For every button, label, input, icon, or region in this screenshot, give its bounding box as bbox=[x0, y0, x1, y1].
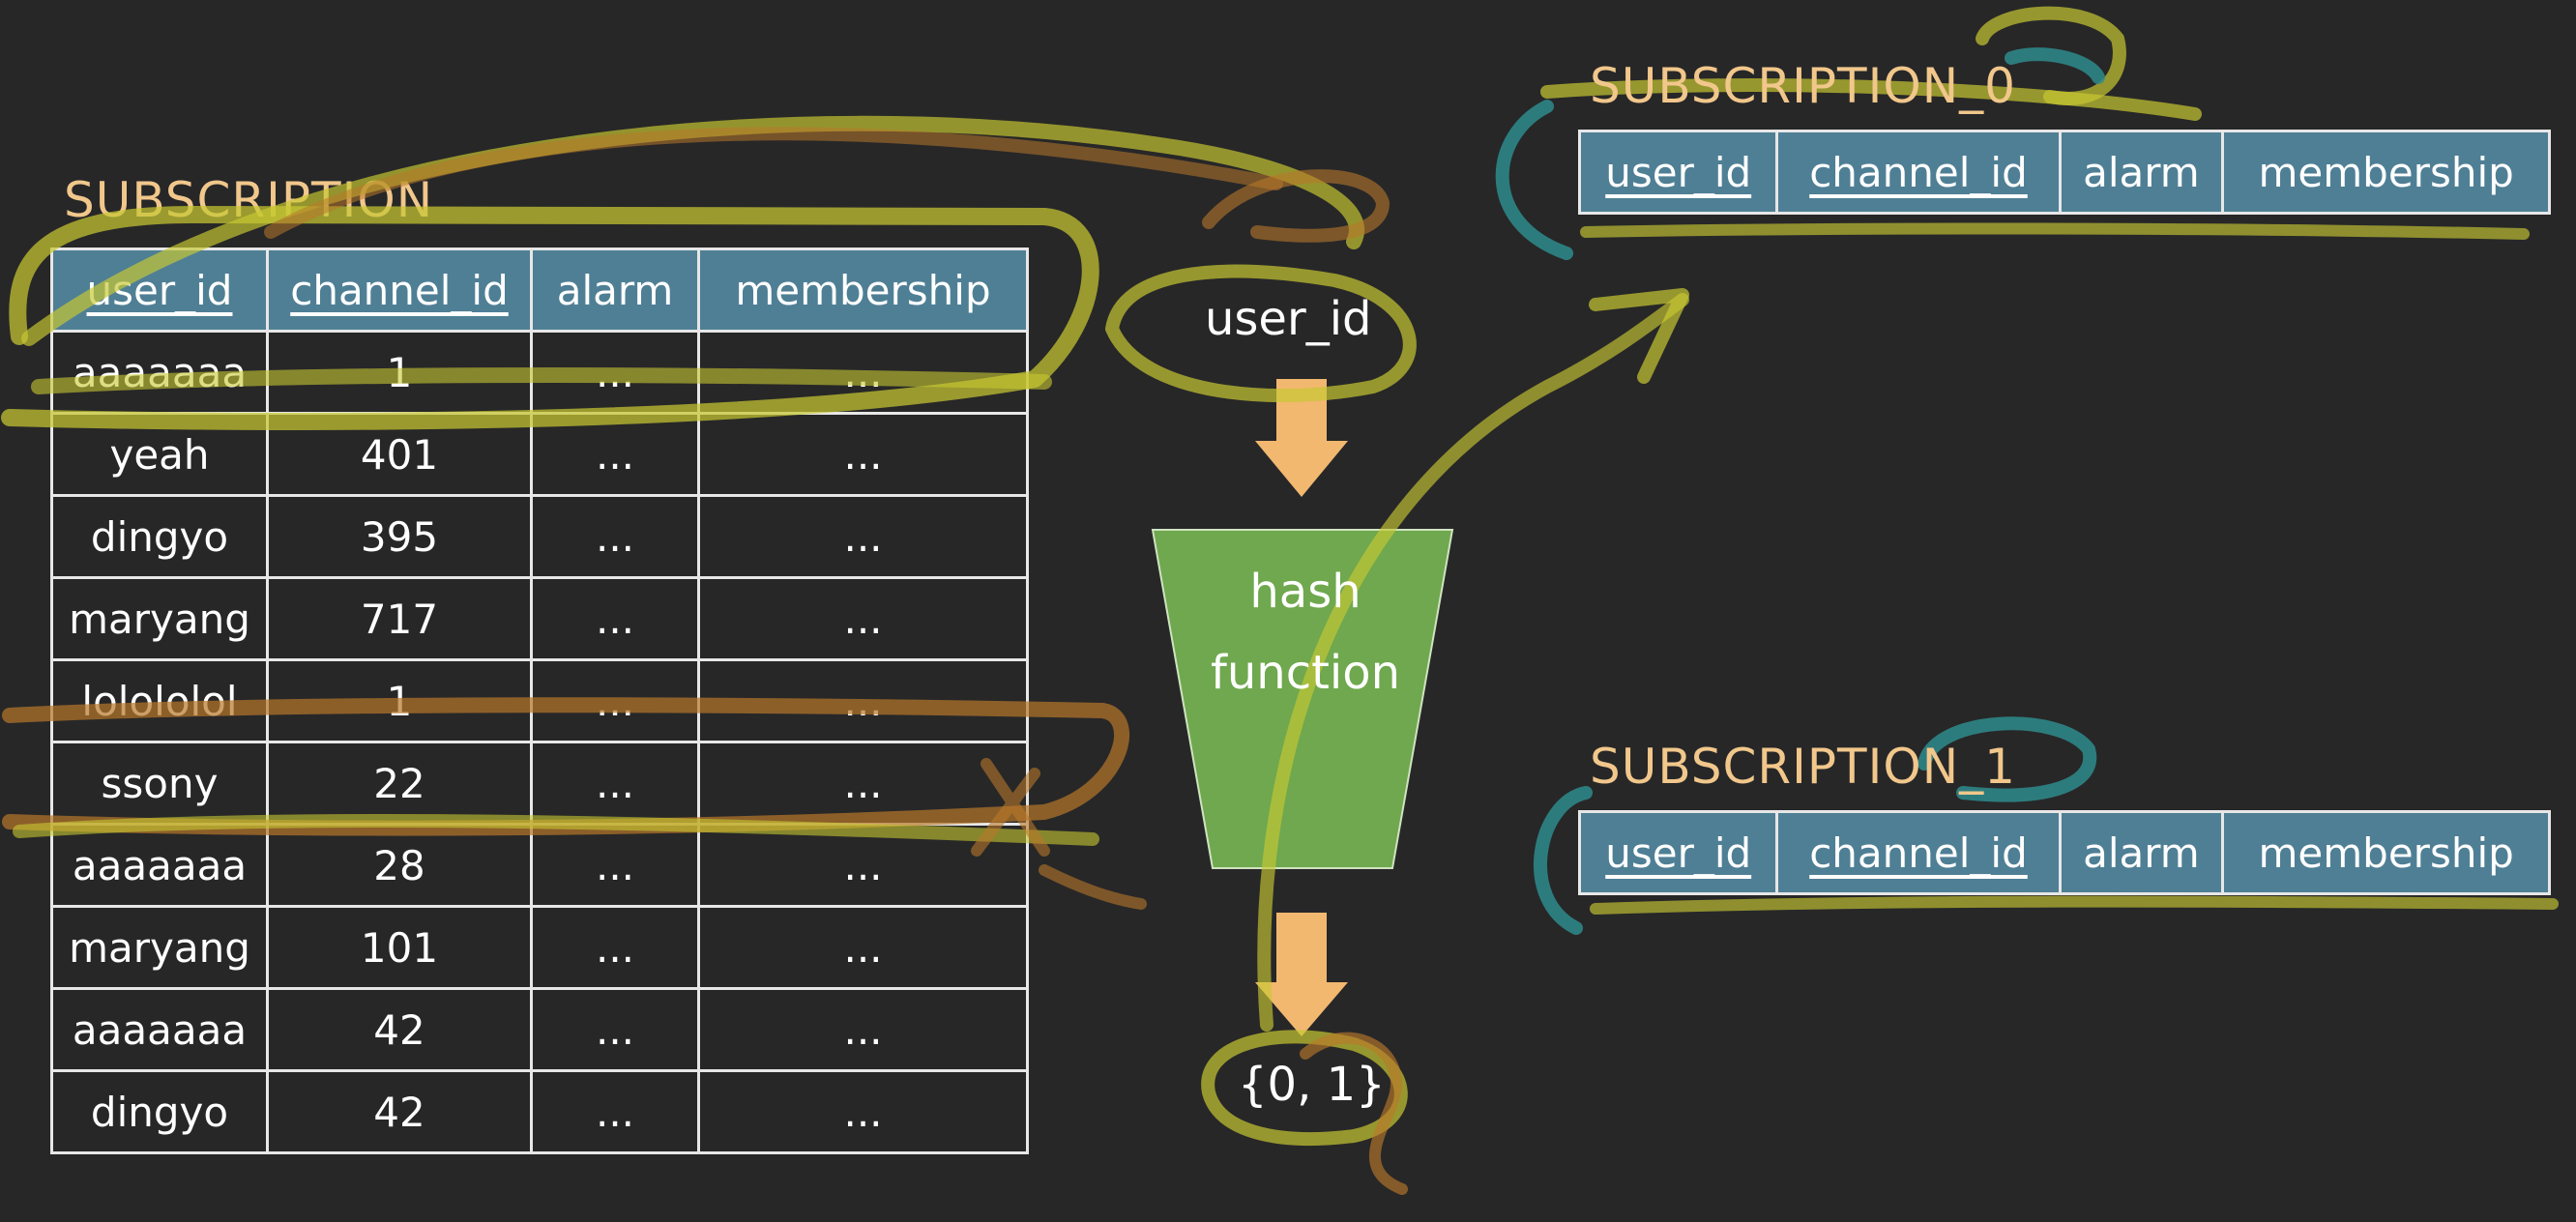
column-header-alarm: alarm bbox=[2058, 130, 2225, 215]
cell-channel-id: 22 bbox=[266, 741, 533, 826]
cell-membership: ... bbox=[697, 987, 1029, 1072]
cell-alarm: ... bbox=[530, 1069, 700, 1154]
table-header-row: user_id channel_id alarm membership bbox=[1577, 810, 2551, 895]
column-header-channel-id: channel_id bbox=[1775, 810, 2062, 895]
cell-membership: ... bbox=[697, 905, 1029, 990]
subscription-0-title: SUBSCRIPTION_0 bbox=[1590, 58, 2016, 114]
hash-label-line2: function bbox=[1210, 646, 1401, 700]
column-header-user-id: user_id bbox=[1577, 810, 1779, 895]
column-header-user-id: user_id bbox=[1577, 130, 1779, 215]
hash-input-label: user_id bbox=[1205, 292, 1372, 346]
cell-alarm: ... bbox=[530, 741, 700, 826]
column-header-membership: membership bbox=[697, 247, 1029, 333]
cell-channel-id: 42 bbox=[266, 987, 533, 1072]
annotation-strokes bbox=[1, 6, 2559, 1195]
cell-user-id: maryang bbox=[50, 576, 269, 661]
column-header-alarm: alarm bbox=[530, 247, 700, 333]
cell-alarm: ... bbox=[530, 987, 700, 1072]
arrow-down-icon bbox=[1255, 913, 1348, 1036]
cell-user-id: maryang bbox=[50, 905, 269, 990]
cell-user-id: dingyo bbox=[50, 1069, 269, 1154]
cell-alarm: ... bbox=[530, 823, 700, 908]
column-header-channel-id: channel_id bbox=[266, 247, 533, 333]
cell-channel-id: 717 bbox=[266, 576, 533, 661]
cell-channel-id: 28 bbox=[266, 823, 533, 908]
subscription-1-title: SUBSCRIPTION_1 bbox=[1590, 739, 2016, 795]
cell-channel-id: 101 bbox=[266, 905, 533, 990]
column-header-channel-id: channel_id bbox=[1775, 130, 2062, 215]
table-header-row: user_id channel_id alarm membership bbox=[50, 247, 1029, 333]
subscription-1-table: user_id channel_id alarm membership bbox=[1577, 810, 2551, 895]
table-header-row: user_id channel_id alarm membership bbox=[1577, 130, 2551, 215]
cell-user-id: dingyo bbox=[50, 494, 269, 579]
column-header-membership: membership bbox=[2221, 130, 2551, 215]
subscription-0-table: user_id channel_id alarm membership bbox=[1577, 130, 2551, 215]
column-header-membership: membership bbox=[2221, 810, 2551, 895]
cell-channel-id: 42 bbox=[266, 1069, 533, 1154]
cell-membership: ... bbox=[697, 1069, 1029, 1154]
hash-function-label: hash function bbox=[1160, 551, 1450, 713]
cell-alarm: ... bbox=[530, 576, 700, 661]
hash-label-line1: hash bbox=[1249, 565, 1361, 619]
hash-output-label: {0, 1} bbox=[1238, 1058, 1386, 1112]
cell-alarm: ... bbox=[530, 494, 700, 579]
column-header-alarm: alarm bbox=[2058, 810, 2225, 895]
cell-alarm: ... bbox=[530, 905, 700, 990]
cell-user-id: aaaaaaa bbox=[50, 987, 269, 1072]
cell-user-id: ssony bbox=[50, 741, 269, 826]
cell-channel-id: 395 bbox=[266, 494, 533, 579]
cell-membership: ... bbox=[697, 494, 1029, 579]
cell-membership: ... bbox=[697, 576, 1029, 661]
cell-membership: ... bbox=[697, 412, 1029, 497]
